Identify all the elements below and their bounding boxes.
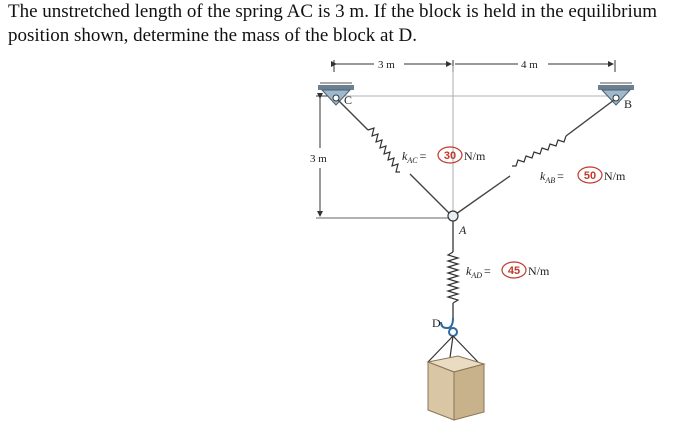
point-c-label: C (344, 93, 352, 107)
k-ab-unit: N/m (604, 169, 626, 183)
svg-text:kAB=: kAB= (540, 169, 564, 185)
dim-vertical-label: 3 m (310, 153, 327, 165)
k-ab-eq: = (557, 169, 564, 183)
spring-ad (445, 221, 461, 318)
label-k-ab: kAB= 50 N/m (540, 166, 626, 185)
vertical-dimension: 3 m (310, 93, 450, 219)
k-ab-symbol: k (540, 169, 546, 183)
spring-ac (337, 99, 451, 215)
support-c: C (318, 82, 354, 107)
point-b-label: B (624, 97, 632, 111)
k-ac-symbol: k (402, 149, 408, 163)
top-dimension: 3 m 4 m (331, 59, 616, 72)
spring-ab (455, 99, 615, 215)
k-ad-subscript: AD (470, 271, 482, 280)
block (426, 355, 486, 421)
k-ac-subscript: AC (406, 156, 418, 165)
svg-text:kAD=: kAD= (466, 264, 491, 280)
k-ad-eq: = (484, 264, 491, 278)
support-b: B (598, 82, 634, 111)
point-d-label: D (432, 316, 441, 330)
k-ad-unit: N/m (528, 264, 550, 278)
problem-line-2: position shown, determine the mass of th… (8, 25, 417, 46)
k-ab-subscript: AB (544, 176, 555, 185)
k-ab-value: 50 (584, 170, 596, 182)
ring-a: A (447, 210, 467, 237)
hook-d: D (432, 316, 458, 337)
dim-top-right-label: 4 m (521, 59, 538, 71)
svg-text:kAC=: kAC= (402, 149, 427, 165)
problem-line-1: The unstretched length of the spring AC … (8, 1, 658, 22)
label-k-ad: kAD= 45 N/m (466, 261, 550, 280)
k-ac-value: 30 (444, 150, 456, 162)
k-ac-eq: = (420, 149, 427, 163)
k-ad-value: 45 (508, 265, 520, 277)
dim-top-left-label: 3 m (378, 59, 395, 71)
label-k-ac: kAC= 30 N/m (402, 146, 486, 165)
k-ad-symbol: k (466, 264, 472, 278)
point-a-label: A (458, 223, 467, 237)
k-ac-unit: N/m (464, 149, 486, 163)
problem-statement: The unstretched length of the spring AC … (8, 0, 693, 48)
